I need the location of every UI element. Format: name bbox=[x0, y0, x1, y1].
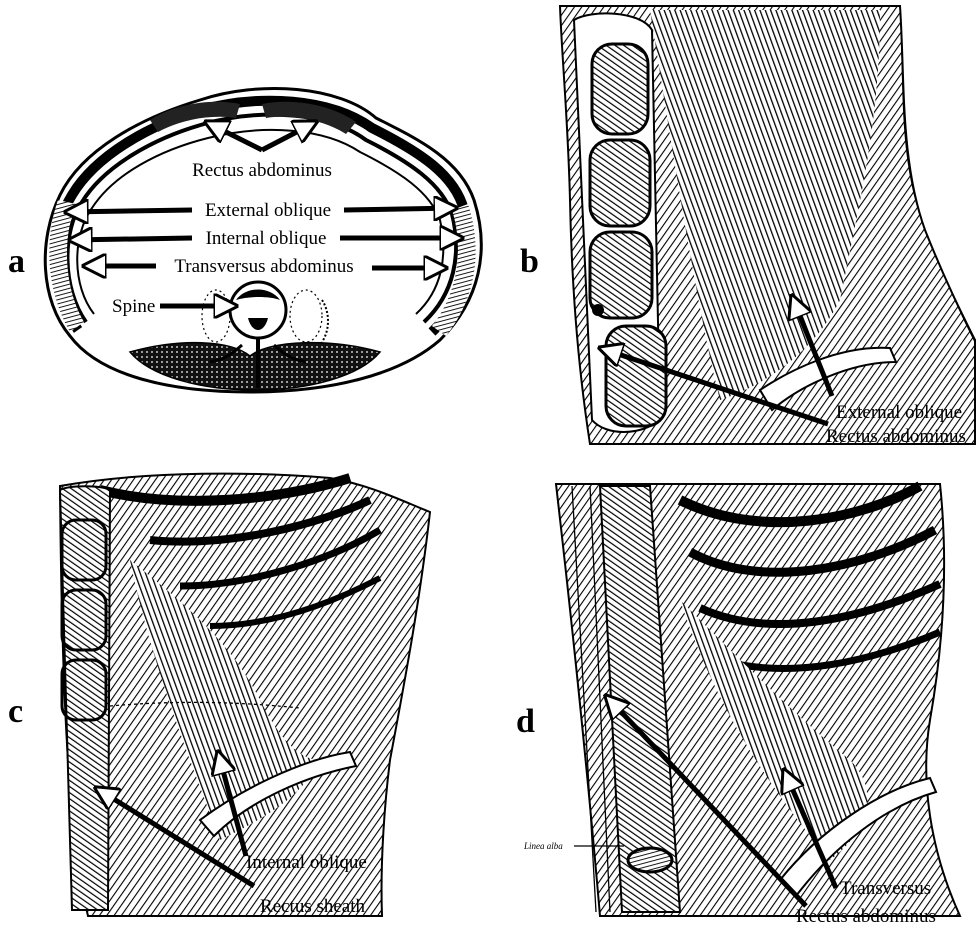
label-linea-alba-d: Linea alba bbox=[523, 841, 563, 851]
panel-b-letter: b bbox=[520, 243, 539, 280]
label-transversus-d: Transversus bbox=[840, 878, 931, 899]
label-internal-oblique-c: Internal oblique bbox=[246, 852, 367, 873]
label-external-oblique-b: External oblique bbox=[836, 402, 962, 423]
pointer-external-right bbox=[344, 208, 456, 210]
panel-c: c Internal oblique Rectus sheath bbox=[8, 474, 430, 917]
rectus-column-c bbox=[60, 486, 110, 910]
label-spine: Spine bbox=[112, 296, 155, 317]
label-internal-oblique-a: Internal oblique bbox=[206, 228, 327, 249]
panel-a: a Rectus abdominus External oblique Inte… bbox=[8, 88, 481, 392]
label-rectus-abdominus-b: Rectus abdominus bbox=[826, 426, 966, 447]
label-external-oblique-a: External oblique bbox=[205, 200, 331, 221]
rectus-segment-2 bbox=[590, 140, 650, 226]
panel-d-letter: d bbox=[516, 703, 535, 740]
rectus-segment-4 bbox=[606, 326, 666, 426]
rectus-segment-1 bbox=[592, 44, 648, 134]
panel-a-letter: a bbox=[8, 243, 25, 280]
panel-d: d Transversus Rectus abdominus Linea alb… bbox=[516, 484, 960, 927]
label-rectus-sheath-c: Rectus sheath bbox=[260, 896, 366, 917]
pointer-internal-left bbox=[70, 238, 192, 240]
umbilicus-b bbox=[592, 304, 604, 316]
panel-c-letter: c bbox=[8, 693, 23, 730]
label-rectus-abdominus-d: Rectus abdominus bbox=[796, 906, 936, 927]
panel-b: b External oblique Rectus abdominus bbox=[520, 6, 975, 447]
umbilicus-d bbox=[628, 848, 672, 872]
pointer-external-left bbox=[66, 210, 192, 212]
label-rectus-abdominus-a: Rectus abdominus bbox=[192, 160, 332, 181]
label-transversus-abdominus-a: Transversus abdominus bbox=[174, 256, 353, 277]
